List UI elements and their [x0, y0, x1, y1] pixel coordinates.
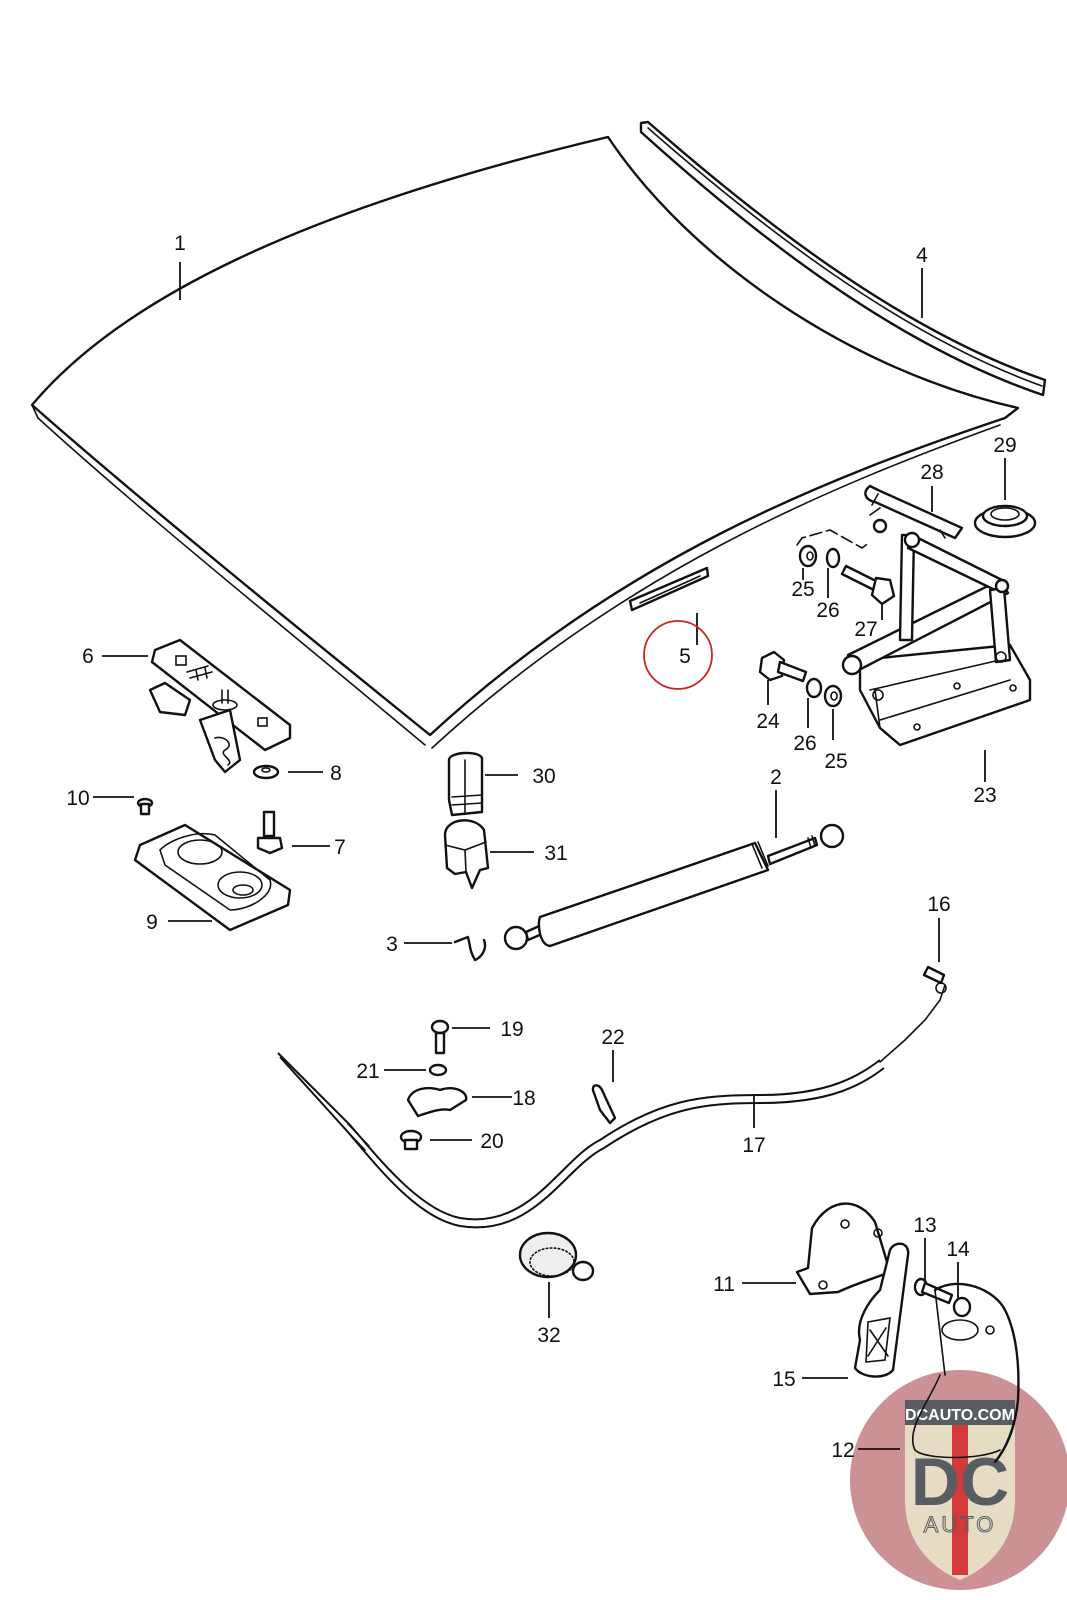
callout-7[interactable]: 7: [334, 836, 346, 859]
callout-32[interactable]: 32: [537, 1324, 560, 1347]
callout-17[interactable]: 17: [742, 1134, 765, 1157]
callout-11[interactable]: 11: [713, 1273, 735, 1296]
lock-washer[interactable]: [428, 1063, 448, 1077]
hood-panel[interactable]: [30, 135, 1020, 749]
washer-25[interactable]: [823, 684, 843, 708]
callout-28[interactable]: 28: [920, 461, 943, 484]
callout-18[interactable]: 18: [512, 1087, 535, 1110]
callout-31[interactable]: 31: [544, 842, 567, 865]
watermark-site: DCAUTO.COM: [905, 1407, 1015, 1424]
release-cable[interactable]: [277, 982, 947, 1229]
callout-30[interactable]: 30: [532, 765, 555, 788]
hinge-bolt-24[interactable]: [758, 650, 808, 683]
gas-strut[interactable]: [503, 823, 845, 951]
callout-13[interactable]: 13: [913, 1214, 936, 1237]
washer-hole: [830, 691, 838, 701]
callout-15[interactable]: 15: [772, 1368, 795, 1391]
callout-29[interactable]: 29: [993, 434, 1016, 457]
callout-24[interactable]: 24: [756, 710, 780, 733]
dcauto-watermark-logo: DCAUTO.COM DC AUTO: [850, 1370, 1067, 1590]
release-knob[interactable]: [518, 1231, 595, 1282]
washer-hole: [806, 551, 814, 561]
rivet[interactable]: [136, 797, 154, 816]
callout-23[interactable]: 23: [973, 784, 996, 807]
assembly-bracket-line: [796, 529, 871, 549]
rubber-grommet[interactable]: [973, 504, 1037, 539]
callout-26[interactable]: 26: [816, 599, 839, 622]
callout-16[interactable]: 16: [927, 893, 950, 916]
callout-1[interactable]: 1: [174, 232, 186, 255]
lock-base-plate[interactable]: [133, 823, 292, 932]
hinge-spring-clip[interactable]: [864, 484, 964, 540]
washer-14[interactable]: [952, 1296, 972, 1318]
screw-13[interactable]: [913, 1277, 954, 1305]
callout-22[interactable]: 22: [601, 1026, 624, 1049]
hinge-bolt-27[interactable]: [840, 564, 896, 606]
callout-5[interactable]: 5: [679, 645, 691, 668]
cable-spring[interactable]: [912, 1282, 1020, 1464]
lock-bolt[interactable]: [256, 810, 284, 855]
callout-20[interactable]: 20: [480, 1130, 503, 1153]
cable-nipple[interactable]: [922, 965, 946, 985]
hood-trim-strip[interactable]: [628, 566, 710, 612]
spring-washer-26[interactable]: [805, 677, 823, 699]
strut-retaining-clip[interactable]: [453, 935, 487, 962]
release-lever[interactable]: [853, 1242, 910, 1378]
clamp-screw[interactable]: [430, 1019, 450, 1055]
callout-14[interactable]: 14: [946, 1238, 970, 1261]
callout-4[interactable]: 4: [916, 244, 928, 267]
callout-21[interactable]: 21: [356, 1060, 379, 1083]
callout-12[interactable]: 12: [831, 1439, 854, 1462]
callout-9[interactable]: 9: [146, 911, 158, 934]
callout-27[interactable]: 27: [854, 618, 877, 641]
grommet-20[interactable]: [399, 1129, 423, 1151]
callout-19[interactable]: 19: [500, 1018, 523, 1041]
callout-2[interactable]: 2: [770, 766, 782, 789]
release-bracket[interactable]: [795, 1202, 892, 1296]
highlight-circle: [643, 620, 713, 690]
hood-hinge[interactable]: [841, 531, 1032, 747]
callout-26b[interactable]: 26: [793, 732, 816, 755]
callout-8[interactable]: 8: [330, 762, 342, 785]
washer-hole: [261, 767, 271, 773]
callout-6[interactable]: 6: [82, 645, 94, 668]
watermark-sub: AUTO: [924, 1512, 997, 1537]
hood-seal-strip[interactable]: [639, 120, 1047, 397]
callout-25b[interactable]: 25: [824, 750, 847, 773]
spring-washer-26[interactable]: [825, 547, 841, 569]
callout-3[interactable]: 3: [386, 933, 398, 956]
callout-25[interactable]: 25: [791, 578, 814, 601]
callout-10[interactable]: 10: [66, 787, 89, 810]
cable-clamp[interactable]: [406, 1086, 468, 1118]
hood-lock[interactable]: [148, 638, 292, 774]
washer-25[interactable]: [798, 544, 818, 568]
buffer-holder[interactable]: [443, 819, 490, 890]
buffer-cap[interactable]: [447, 751, 484, 817]
cable-clip[interactable]: [591, 1084, 617, 1125]
